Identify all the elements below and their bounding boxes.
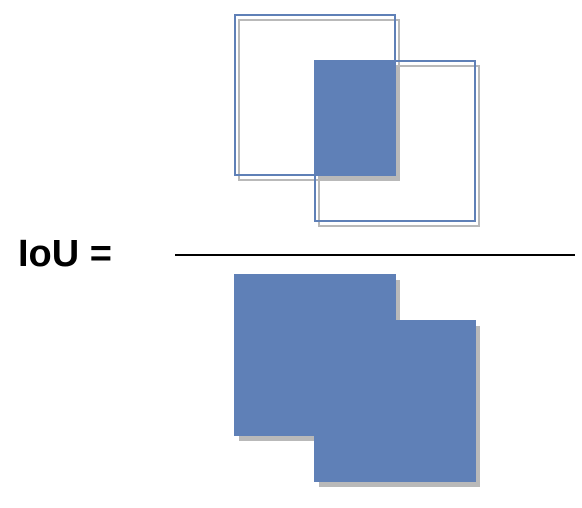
union-box-b xyxy=(314,320,476,482)
intersection-region xyxy=(315,61,396,176)
box-b-outline xyxy=(314,60,476,222)
numerator-intersection-diagram xyxy=(234,14,480,227)
iou-label: IoU = xyxy=(18,233,112,275)
denominator-union-diagram xyxy=(234,274,480,487)
